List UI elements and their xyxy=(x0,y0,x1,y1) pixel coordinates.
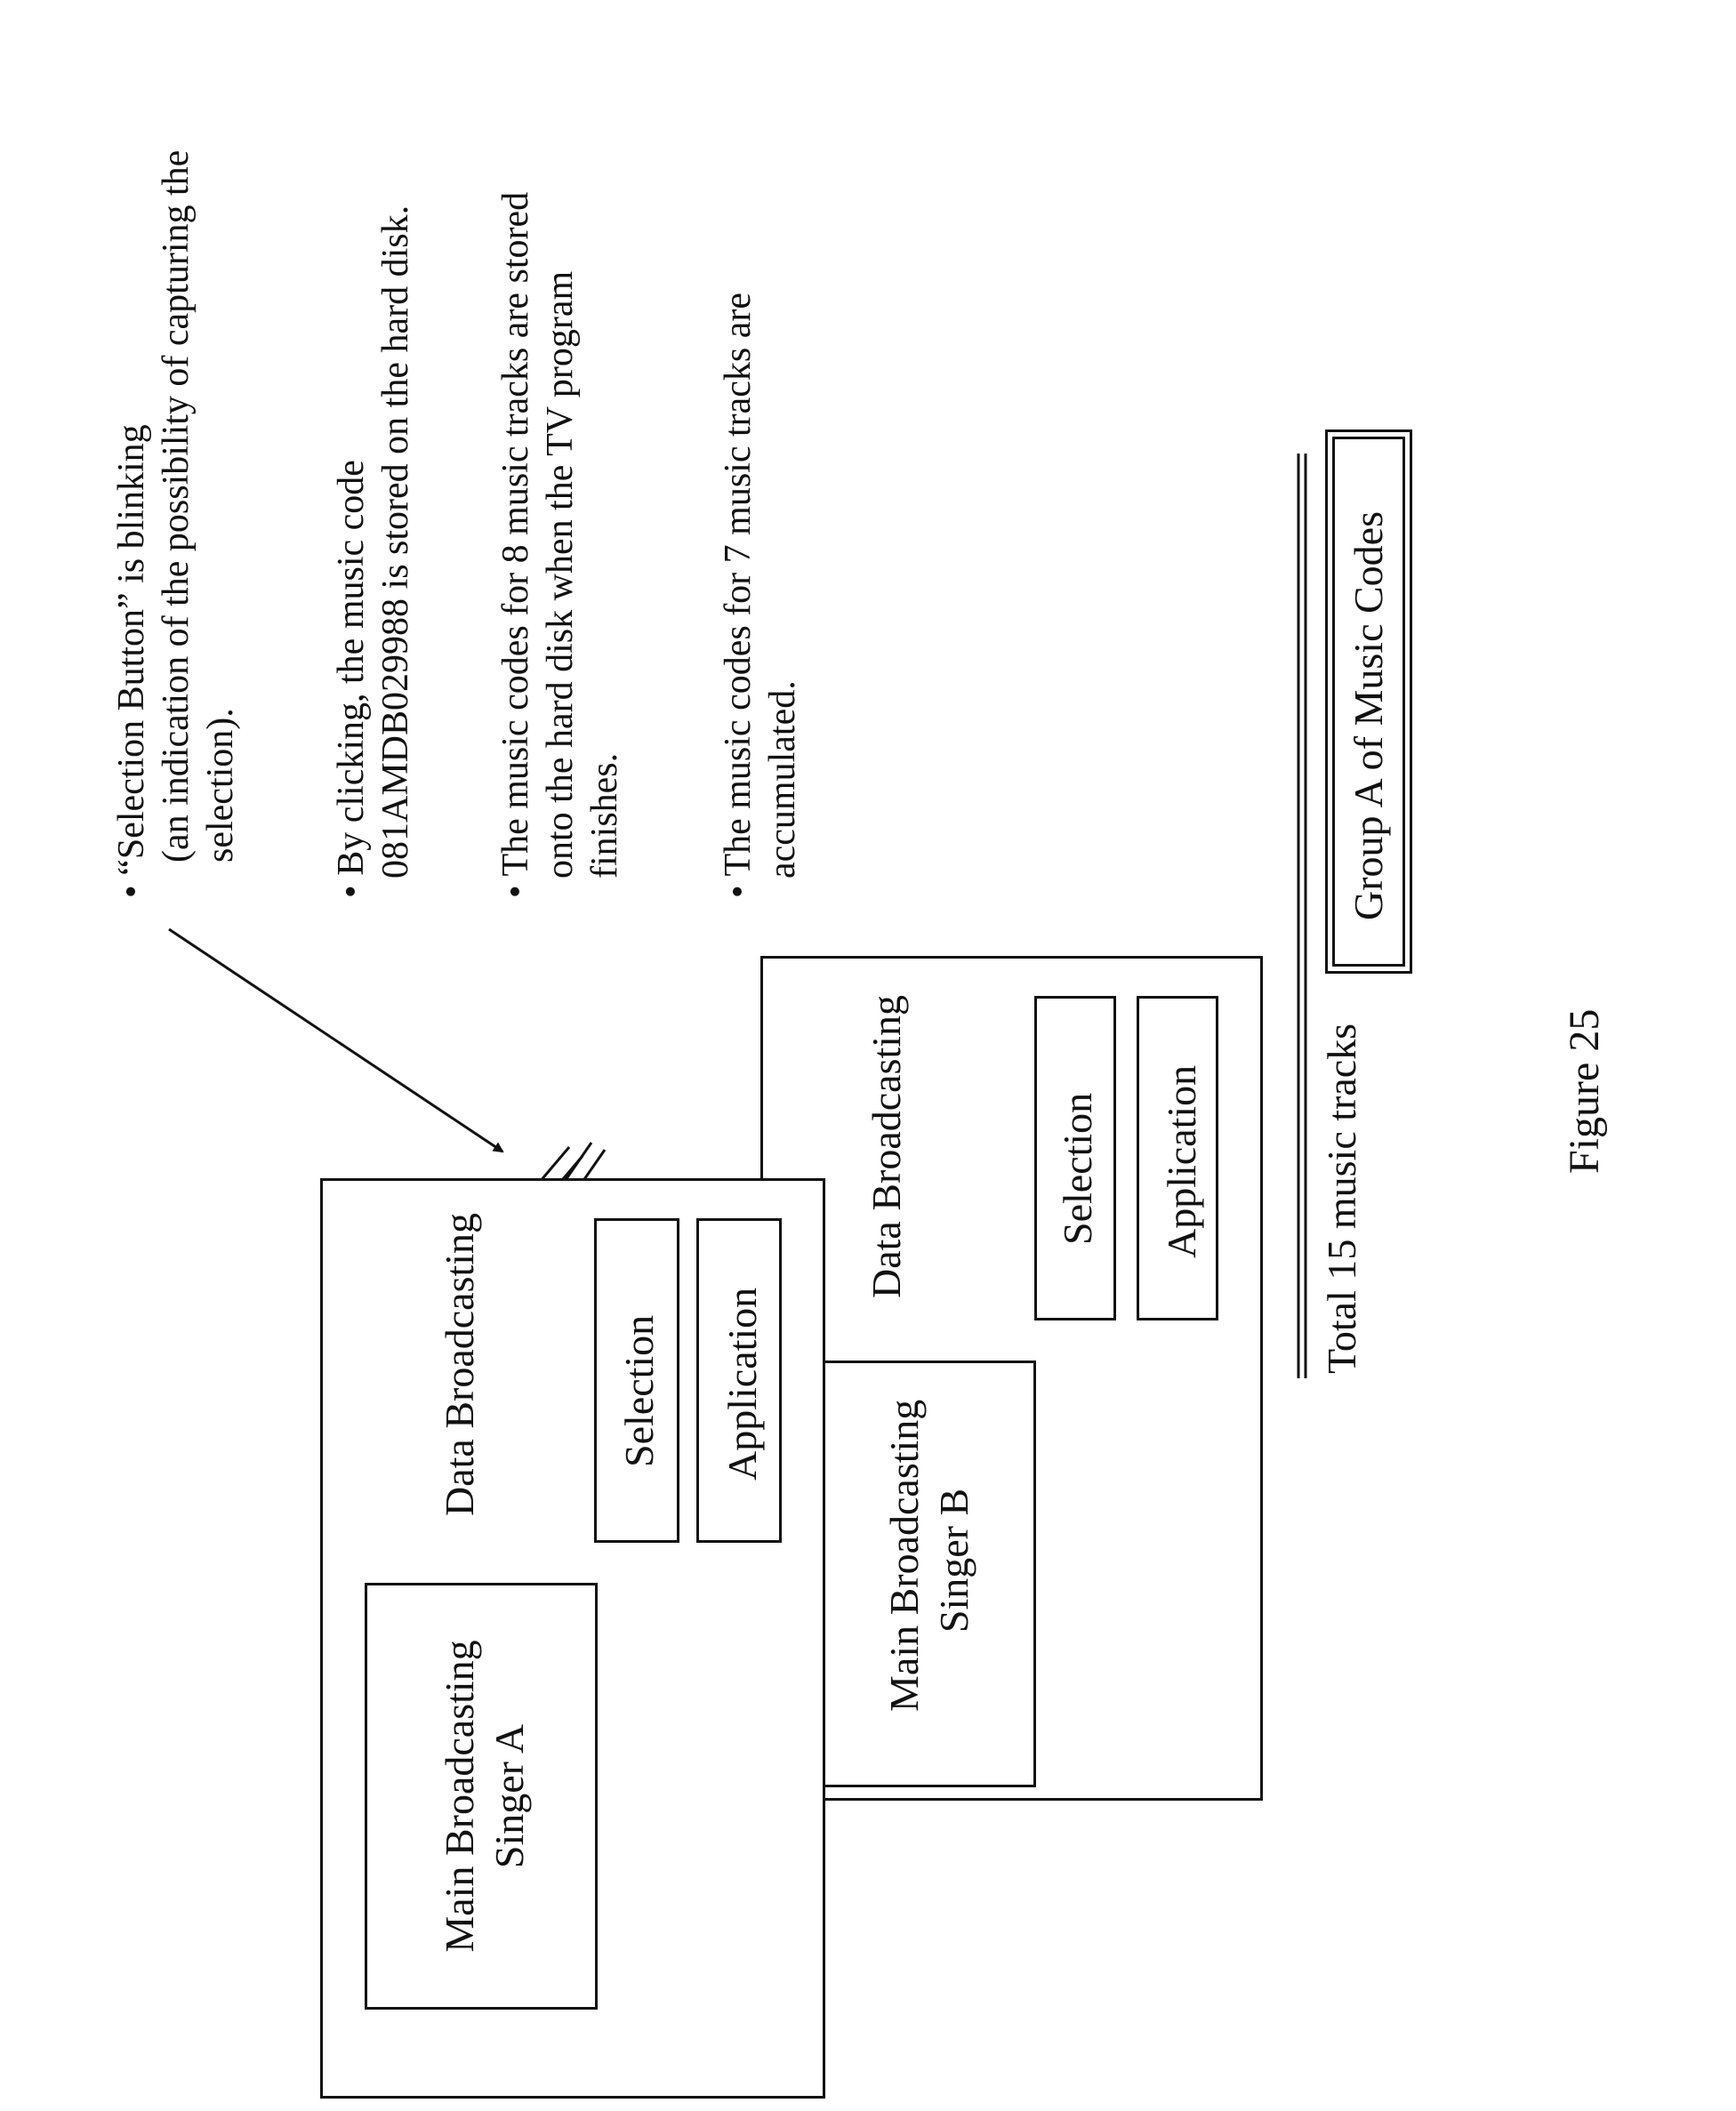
screen-1-singer-a: Singer A xyxy=(486,1723,532,1869)
screen-2-application-label: Application xyxy=(1159,1064,1204,1258)
screen-2-main-broadcasting-box xyxy=(823,1361,1036,1787)
screen-1-main-line1: Main Broadcasting xyxy=(437,1640,482,1953)
note1-line1: • “Selection Button” is blinking xyxy=(111,424,152,898)
screen-2-selection-label: Selection xyxy=(1055,1092,1100,1245)
note2-line1: • By clicking, the music code xyxy=(331,460,372,898)
group-a-music-codes-box xyxy=(1325,429,1412,974)
total-tracks-label: Total 15 music tracks xyxy=(1319,1023,1364,1374)
screen-2-application-button[interactable] xyxy=(1137,996,1218,1320)
note1-line3: selection). xyxy=(200,708,241,863)
note4-line2: accumulated. xyxy=(762,680,803,879)
note4-line1: • The music codes for 7 music tracks are xyxy=(718,292,759,898)
screen-1-application-button[interactable] xyxy=(696,1218,782,1543)
note3-line3: finishes. xyxy=(584,752,625,879)
screen-1-main-broadcasting-box xyxy=(365,1583,598,2010)
group-a-label: Group A of Music Codes xyxy=(1346,511,1391,920)
pointer-arrow xyxy=(168,927,504,1153)
screen-1-application-label: Application xyxy=(719,1287,765,1481)
note1-line2: (an indication of the possibility of cap… xyxy=(156,149,197,863)
note2-line2: 081AMDB029988 is stored on the hard disk… xyxy=(375,205,416,879)
screen-2-selection-button[interactable] xyxy=(1034,996,1116,1320)
total-double-underline xyxy=(1297,454,1307,1378)
screen-2-main-line1: Main Broadcasting xyxy=(881,1399,927,1712)
screen-2-singer-b: Singer B xyxy=(931,1488,976,1633)
screen-1-selection-button[interactable] xyxy=(594,1218,679,1543)
screen-1-selection-label: Selection xyxy=(616,1314,662,1467)
note3-line2: onto the hard disk when the TV program xyxy=(540,270,581,879)
note3-line1: • The music codes for 8 music tracks are… xyxy=(495,191,536,898)
figure-caption: Figure 25 xyxy=(1561,1008,1608,1174)
